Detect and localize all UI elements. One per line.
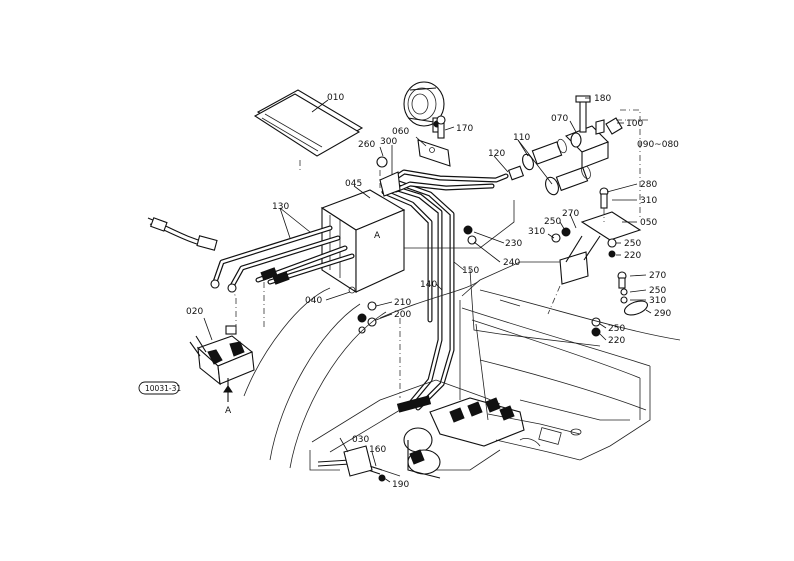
light-bracket — [417, 139, 451, 167]
callout-100: 100 — [626, 119, 643, 129]
callout-view-a-box: A — [374, 231, 381, 241]
callout-310-c: 310 — [649, 296, 666, 306]
callout-110: 110 — [513, 133, 530, 143]
callout-060: 060 — [392, 127, 409, 137]
control-valve — [189, 325, 255, 392]
callout-010: 010 — [327, 93, 344, 103]
tractor-body-outline — [243, 200, 681, 471]
callout-270-a: 270 — [562, 209, 579, 219]
callout-210: 210 — [394, 298, 411, 308]
callout-280: 280 — [640, 180, 657, 190]
callout-310-b: 310 — [528, 227, 545, 237]
callout-190: 190 — [392, 480, 409, 490]
callout-250-a: 250 — [544, 217, 561, 227]
reference-code: 10031-31 — [145, 384, 181, 393]
callout-030: 030 — [352, 435, 369, 445]
callout-220-a: 220 — [624, 251, 641, 261]
callout-250-b: 250 — [624, 239, 641, 249]
callout-200: 200 — [394, 310, 411, 320]
callout-220-b: 220 — [608, 336, 625, 346]
hydraulic-pipes-top — [379, 169, 509, 197]
callout-240: 240 — [503, 258, 520, 268]
callout-250-c: 250 — [649, 286, 666, 296]
mounting-bracket-050 — [559, 187, 642, 285]
projection-lines — [231, 109, 648, 398]
view-arrow-a-label: A — [225, 406, 232, 416]
callout-250-d: 250 — [608, 324, 625, 334]
callout-120: 120 — [488, 149, 505, 159]
callout-290: 290 — [654, 309, 671, 319]
callout-150: 150 — [462, 266, 479, 276]
hydraulic-pipes-130 — [210, 225, 355, 293]
quick-couplers — [507, 138, 591, 196]
view-arrow-a: A — [223, 385, 233, 416]
bottom-pipes — [317, 445, 401, 482]
callout-270-b: 270 — [649, 271, 666, 281]
callout-040: 040 — [305, 296, 322, 306]
callout-300: 300 — [380, 137, 397, 147]
engine-detail — [403, 397, 525, 479]
leader-lines — [203, 97, 652, 483]
left-cable — [147, 217, 218, 251]
callout-050: 050 — [640, 218, 657, 228]
valve-block — [565, 95, 623, 169]
callout-090-080: 090~080 — [637, 140, 679, 150]
callout-070: 070 — [551, 114, 568, 124]
manual-booklet — [253, 89, 364, 157]
hydraulic-pipes-140-150 — [381, 179, 455, 413]
callout-045: 045 — [345, 179, 362, 189]
callout-260: 260 — [358, 140, 375, 150]
callout-310-a: 310 — [640, 196, 657, 206]
reference-badge: 10031-31 — [138, 381, 181, 395]
callout-230: 230 — [505, 239, 522, 249]
callout-020: 020 — [186, 307, 203, 317]
callout-140: 140 — [420, 280, 437, 290]
callout-180: 180 — [594, 94, 611, 104]
callout-170: 170 — [456, 124, 473, 134]
callout-130: 130 — [272, 202, 289, 212]
callout-labels: 010 180 170 070 100 060 110 090~080 260 … — [186, 93, 679, 490]
hardware-washers — [357, 115, 649, 337]
callout-160: 160 — [369, 445, 386, 455]
